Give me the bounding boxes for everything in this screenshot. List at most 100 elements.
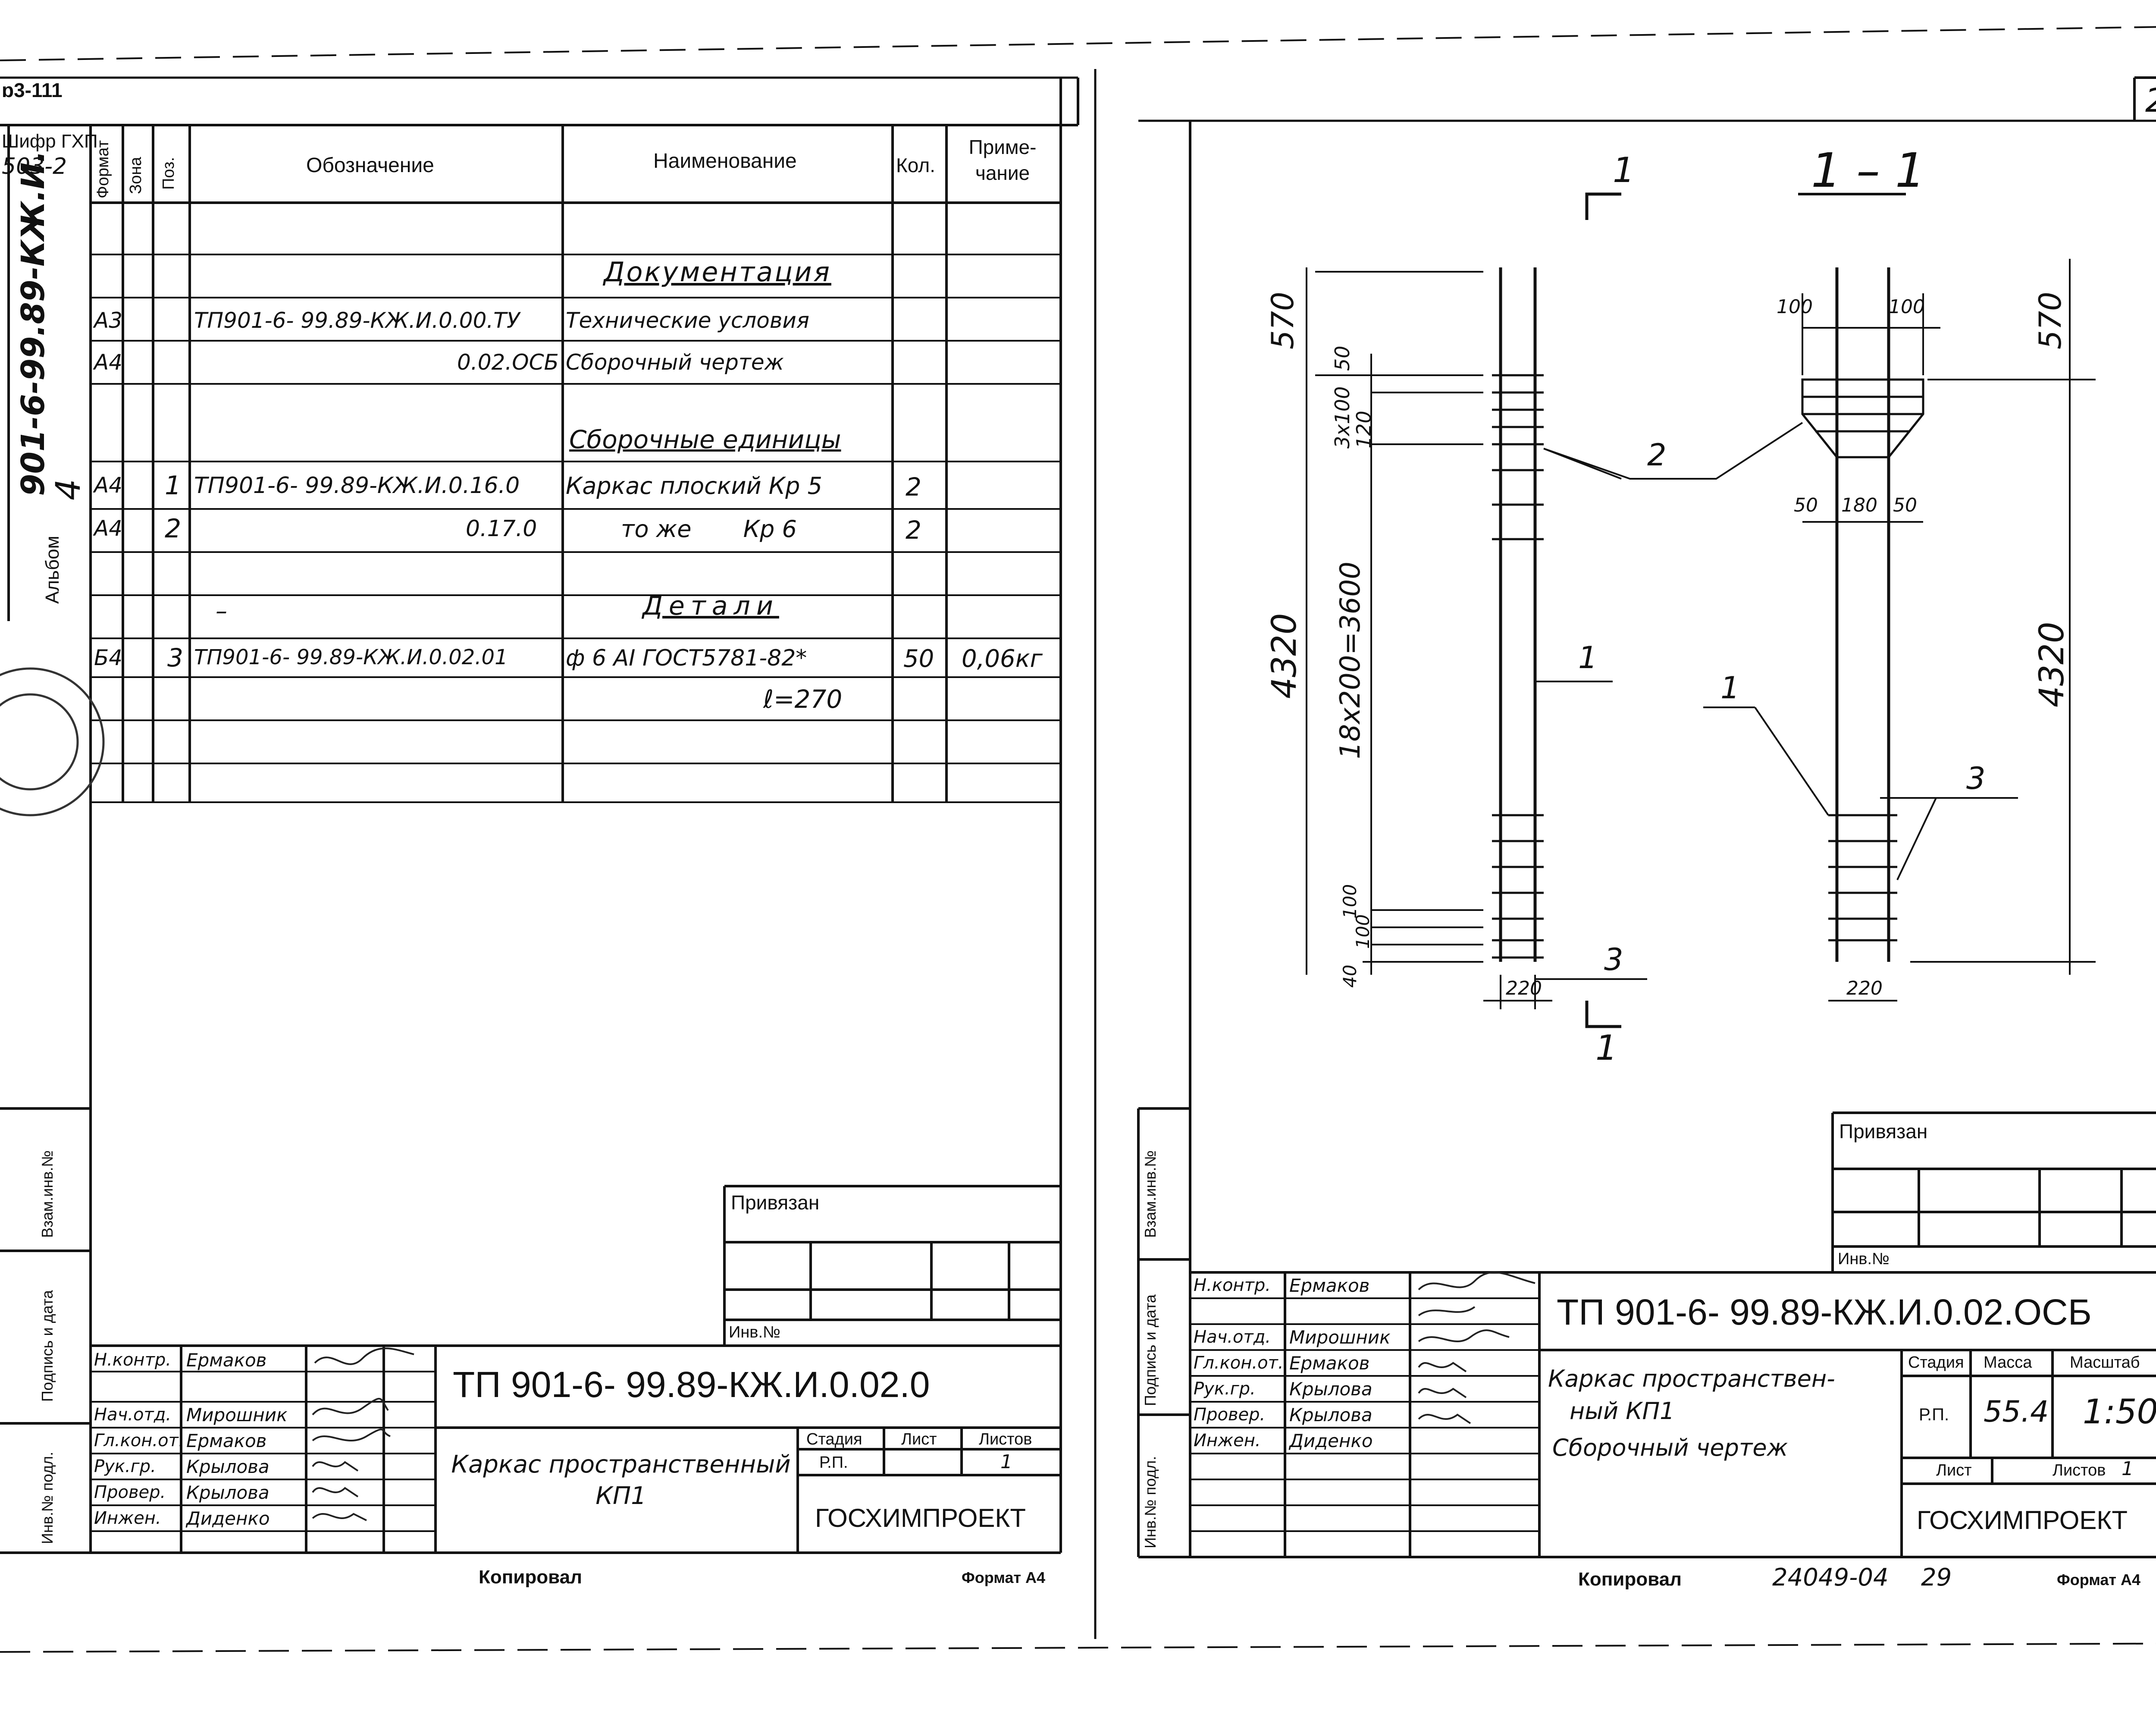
header-name: Наименование [653,150,797,173]
format-label: Формат А4 [2057,1571,2141,1589]
dim-570-right: 570 [2033,292,2068,349]
org-name: ГОСХИМПРОЕКТ [815,1504,1026,1532]
leader-label: 3 [1966,761,1986,796]
inv-label: Инв.№ [1838,1250,1890,1268]
person-name: Крылова [186,1456,270,1477]
sheet-number: 28 [2145,84,2156,117]
item-name: Каркас пространственный КП1 [451,1451,791,1510]
person-name: Диденко [186,1508,270,1529]
stamp-label-replaces: Взам.инв.№ [1141,1150,1159,1238]
spec-pos: 2 [165,514,182,544]
spec-format: А4 [94,350,123,375]
item-name-line2: ный КП1 [1570,1397,1675,1425]
sheets-label: Листов [979,1430,1032,1448]
stage-value: Р.П. [819,1454,848,1472]
header-designation: Обозначение [306,154,434,177]
corner-code: ɒ3-111 [2,79,63,101]
person-name: Крылова [1289,1378,1373,1400]
format-label: Формат А4 [962,1569,1046,1586]
spec-designation: 0.17.0 [466,516,537,542]
spec-pos: 3 [167,643,183,672]
dim-4320-right: 4320 [2033,622,2071,707]
person-name: Ермаков [186,1430,267,1451]
seal-stamp [0,667,105,816]
leader-label: 2 [1647,437,1667,473]
leader-label: 1 [1720,670,1740,706]
stage-value: Р.П. [1919,1405,1949,1424]
spec-dash: – [216,597,227,625]
spec-qty: 2 [906,472,921,502]
spec-heading: Документация [604,256,831,288]
person-name: Крылова [1289,1404,1373,1425]
dim-100-top-right: 100 [1889,296,1925,318]
dim-220-right: 220 [1846,977,1883,999]
mass-value: 55.4 [1984,1395,2049,1429]
cipher-label: Шифр ГХП [2,131,98,152]
drawing-code: ТП 901-6- 99.89-КЖ.И.0.02.0 [453,1364,930,1405]
role-label: Инжен. [94,1508,161,1528]
spec-name: Технические условия [566,308,809,333]
spec-name: ℓ=270 [763,684,843,714]
bound-label: Привязан [731,1191,820,1214]
role-label: Гл.кон.от. [1194,1353,1284,1373]
order-sheet: 29 [1921,1564,1952,1592]
org-name: ГОСХИМПРОЕКТ [1917,1506,2128,1535]
dim-3x100: 3х100 [1331,386,1354,449]
dim-50-bottom-right: 50 [1893,494,1917,516]
dim-100-top-left: 100 [1777,296,1813,318]
header-qty: Кол. [896,154,935,176]
scale-label: Масштаб [2070,1353,2140,1372]
role-label: Инжен. [1194,1431,1261,1451]
copied-label: Копировал [479,1567,583,1588]
leader-label: 1 [1578,640,1598,675]
sheet-label: Лист [901,1430,937,1448]
drawing-code: ТП 901-6- 99.89-КЖ.И.0.02.ОСБ [1557,1292,2092,1332]
person-name: Ермаков [186,1350,267,1371]
inv-label: Инв.№ [729,1323,780,1341]
spec-designation: ТП901-6- 99.89-КЖ.И.0.16.0 [194,473,520,499]
stamp-label-inventory: Инв.№ подл. [1141,1456,1159,1548]
person-name: Крылова [186,1482,270,1503]
section-mark-bottom: 1 [1595,1028,1617,1068]
sheet-label: Лист [1936,1461,1972,1479]
spec-pos: 1 [165,471,182,501]
stamp-label-signature: Подпись и дата [1141,1294,1159,1406]
sheets-value: 1 [1000,1451,1012,1473]
spec-name: то же Кр 6 [621,515,797,543]
spec-designation: ТП901-6- 99.89-КЖ.И.0.02.01 [194,645,508,669]
spec-designation: ТП901-6- 99.89-КЖ.И.0.00.ТУ [194,308,520,333]
section-title: 1 – 1 [1811,143,1925,198]
role-label: Рук.гр. [1194,1379,1256,1399]
person-name: Ермаков [1289,1275,1370,1296]
dim-middle-spacing: 18х200=3600 [1335,562,1366,759]
scale-value: 1:50 [2083,1393,2156,1432]
spec-name: ф 6 АI ГОСТ5781-82* [566,645,807,671]
role-label: Нач.отд. [1194,1327,1271,1347]
person-name: Диденко [1289,1430,1373,1451]
person-name: Мирошник [186,1404,288,1425]
dim-220-left: 220 [1506,977,1542,999]
order-number: 24049-04 [1772,1564,1889,1592]
spec-heading: Сборочные единицы [569,425,841,454]
spec-format: А3 [94,308,123,333]
dim-4320-left: 4320 [1265,613,1304,699]
spec-name: Каркас плоский Кр 5 [566,472,822,499]
spec-format: А4 [94,473,123,498]
person-name: Ермаков [1289,1353,1370,1374]
dim-180: 180 [1841,494,1877,516]
spec-designation: 0.02.ОСБ [457,350,559,375]
mass-label: Масса [1984,1353,2032,1372]
dim-50: 50 [1331,345,1354,371]
spec-qty: 2 [906,515,921,545]
person-name: Мирошник [1289,1327,1391,1348]
bound-label: Привязан [1839,1120,1928,1143]
spec-format: А4 [94,516,123,541]
item-name-line3: Сборочный чертеж [1552,1434,1788,1461]
dim-100-b: 100 [1352,914,1373,949]
dim-50-bottom-left: 50 [1794,494,1818,516]
spec-heading: Детали [642,591,779,621]
role-label: Гл.кон.от. [94,1431,184,1451]
role-label: Рук.гр. [94,1457,156,1476]
